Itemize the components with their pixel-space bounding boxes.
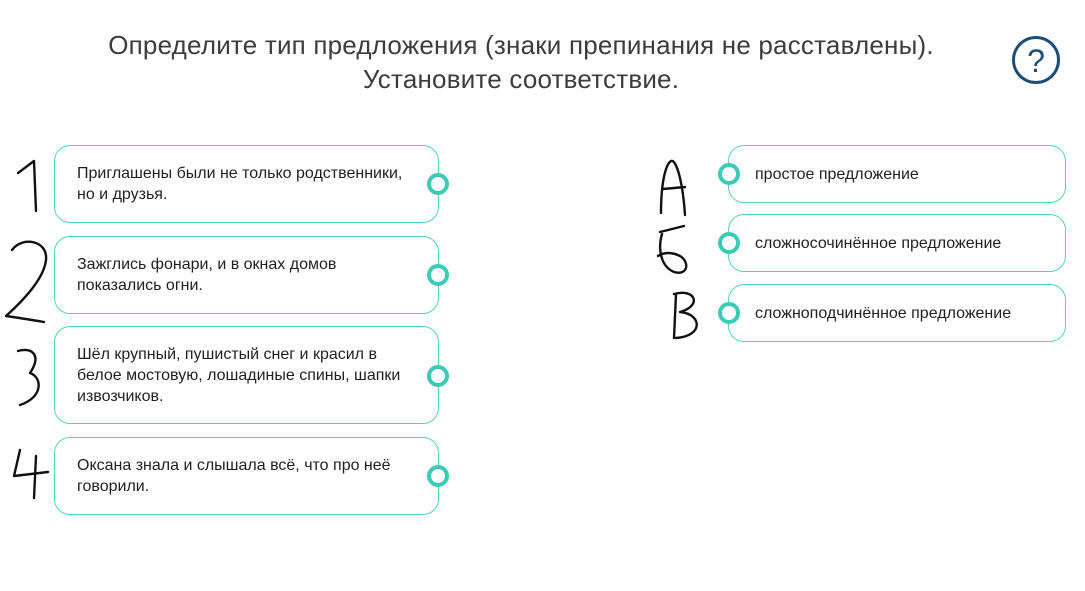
right-item-a[interactable]: простое предложение [728, 145, 1066, 203]
left-item-3-connector[interactable] [427, 365, 449, 387]
right-item-c[interactable]: сложноподчинённое предложение [728, 284, 1066, 342]
left-item-4-text: Оксана знала и слышала всё, что про неё … [77, 457, 391, 495]
handwritten-2 [4, 240, 48, 324]
right-item-a-connector[interactable] [718, 163, 740, 185]
left-item-1-text: Приглашены были не только родственники, … [77, 165, 403, 203]
left-item-2-text: Зажглись фонари, и в окнах домов показал… [77, 256, 337, 294]
right-item-c-connector[interactable] [718, 302, 740, 324]
left-item-1-connector[interactable] [427, 173, 449, 195]
task-title-line-2: Установите соответствие. [362, 64, 680, 94]
right-item-a-text: простое предложение [755, 165, 919, 183]
handwritten-letter-b [656, 224, 688, 274]
left-item-2-connector[interactable] [427, 264, 449, 286]
left-item-4[interactable]: Оксана знала и слышала всё, что про неё … [54, 437, 439, 515]
question-mark-icon: ? [1027, 42, 1045, 79]
handwritten-3 [16, 348, 40, 407]
right-item-b-connector[interactable] [718, 232, 740, 254]
left-item-3-text: Шёл крупный, пушистый снег и красил в бе… [77, 345, 401, 405]
left-item-4-connector[interactable] [427, 465, 449, 487]
left-item-2[interactable]: Зажглись фонари, и в окнах домов показал… [54, 236, 439, 314]
handwritten-letter-v [672, 291, 698, 340]
left-item-3[interactable]: Шёл крупный, пушистый снег и красил в бе… [54, 326, 439, 424]
task-title-line-1: Определите тип предложения (знаки препин… [108, 30, 934, 60]
handwritten-1 [16, 159, 38, 213]
right-item-c-text: сложноподчинённое предложение [755, 304, 1012, 322]
handwritten-letter-a [659, 159, 687, 217]
help-button[interactable]: ? [1012, 36, 1060, 84]
right-item-b-text: сложносочинённое предложение [755, 234, 1002, 252]
right-item-b[interactable]: сложносочинённое предложение [728, 214, 1066, 272]
left-item-1[interactable]: Приглашены были не только родственники, … [54, 145, 439, 223]
task-title: Определите тип предложения (знаки препин… [40, 28, 1002, 96]
handwritten-4 [12, 448, 50, 500]
